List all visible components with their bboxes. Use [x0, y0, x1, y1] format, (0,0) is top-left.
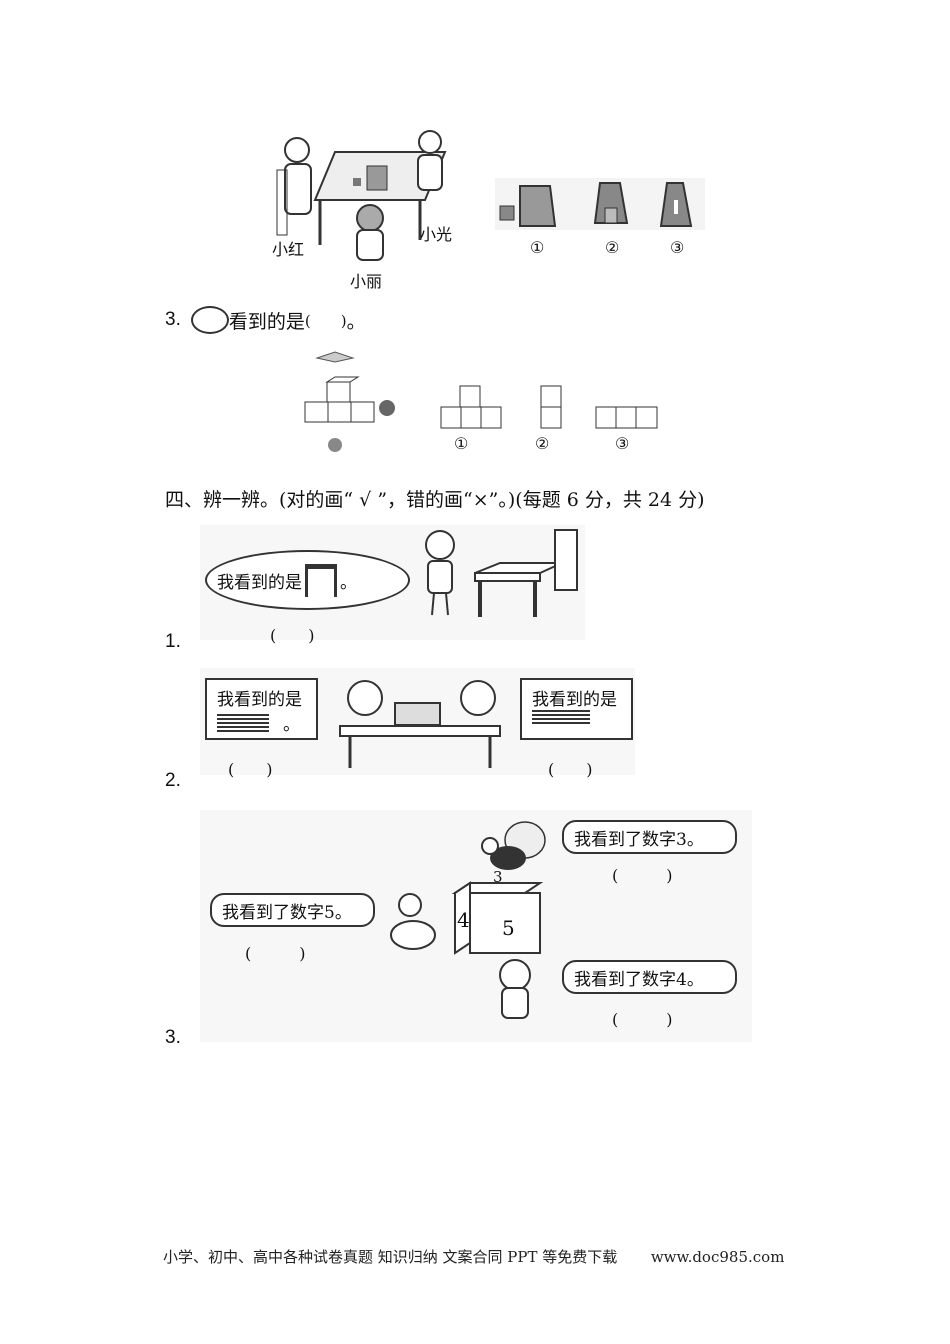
bubble-text: 我看到的是: [532, 690, 617, 710]
bubble-end: 。: [340, 572, 357, 593]
bubble-end: 。: [283, 715, 300, 735]
table-scene-drawing: [276, 130, 447, 261]
table-scene-illustration: [275, 130, 455, 265]
cube-front-face-number: 5: [502, 916, 515, 940]
speech-box-right: 我看到的是: [520, 678, 633, 740]
view-1-drawing: [440, 385, 502, 429]
pitcher-option-1: ①: [530, 238, 545, 257]
view-label-2: ②: [535, 434, 550, 453]
cube-left-face-number: 4: [457, 908, 470, 932]
item-1-number: 1.: [165, 631, 181, 652]
item-1-illustration: 我看到的是 。 ( ): [200, 525, 585, 645]
two-boys-and-table-drawing: [339, 680, 501, 768]
speech-bubble: 我看到的是 。: [205, 550, 410, 610]
duck-speech-bubble: 我看到了数字5。: [210, 893, 375, 927]
cat-answer-blank[interactable]: ( ): [612, 1010, 673, 1029]
footer-text: 小学、初中、高中各种试卷真题 知识归纳 文案合同 PPT 等免费下载: [163, 1248, 618, 1266]
period: 。: [346, 310, 366, 333]
bee-speech-bubble: 我看到了数字3。: [562, 820, 737, 854]
bee-answer-blank[interactable]: ( ): [612, 866, 673, 885]
item-3-number: 3.: [165, 1027, 181, 1048]
answer-blank[interactable]: ( ): [304, 311, 347, 330]
cube-top-face-number: 3: [493, 868, 503, 886]
answer-blank[interactable]: ( ): [270, 626, 315, 645]
speech-box-left: 我看到的是 。: [205, 678, 318, 740]
pitcher-option-3: ③: [670, 238, 685, 257]
books-side-view-icon: [532, 710, 590, 724]
animals-and-cube-drawing: [390, 821, 546, 1019]
question-3-line: 3. 看到的是 ( ) 。: [165, 306, 366, 334]
duck-answer-blank[interactable]: ( ): [245, 944, 306, 963]
cube-stack-figure: [304, 350, 415, 460]
pitcher-drawings: [499, 182, 693, 227]
pitcher-option-2: ②: [605, 238, 620, 257]
question-number: 3.: [165, 309, 181, 330]
view-label-1: ①: [454, 434, 469, 453]
footer-link[interactable]: www.doc985.com: [650, 1248, 785, 1266]
girl-and-desk-drawing: [425, 529, 578, 617]
view-label-3: ③: [615, 434, 630, 453]
name-xiaoguang: 小光: [420, 225, 453, 244]
cat-speech-bubble: 我看到了数字4。: [562, 960, 737, 994]
name-xiaoli: 小丽: [350, 272, 383, 291]
item-2-number: 2.: [165, 770, 181, 791]
bubble-text: 我看到的是: [217, 572, 302, 593]
crab-icon: [190, 306, 229, 334]
footer: 小学、初中、高中各种试卷真题 知识归纳 文案合同 PPT 等免费下载 www.d…: [163, 1246, 784, 1267]
answer-blank-right[interactable]: ( ): [548, 760, 593, 779]
desk-front-view-icon: [305, 563, 337, 597]
view-2-drawing: [540, 385, 562, 429]
cube-stack-drawing: [304, 351, 395, 452]
section-4-heading: 四、辨一辨。(对的画“ √ ”，错的画“×”。)(每题 6 分，共 24 分): [165, 489, 705, 511]
bubble-text: 我看到的是: [217, 690, 302, 710]
view-3-drawing: [595, 406, 658, 429]
item-3-illustration: 我看到了数字3。 我看到了数字5。 我看到了数字4。 3 4 5 ( ) ( )…: [200, 810, 752, 1042]
name-xiaohong: 小红: [272, 240, 305, 259]
pitcher-options: [495, 178, 705, 230]
answer-blank-left[interactable]: ( ): [228, 760, 273, 779]
question-text: 看到的是: [228, 310, 305, 333]
books-top-view-icon: [217, 713, 269, 732]
item-2-illustration: 我看到的是 。 我看到的是 ( ) ( ): [200, 668, 635, 779]
